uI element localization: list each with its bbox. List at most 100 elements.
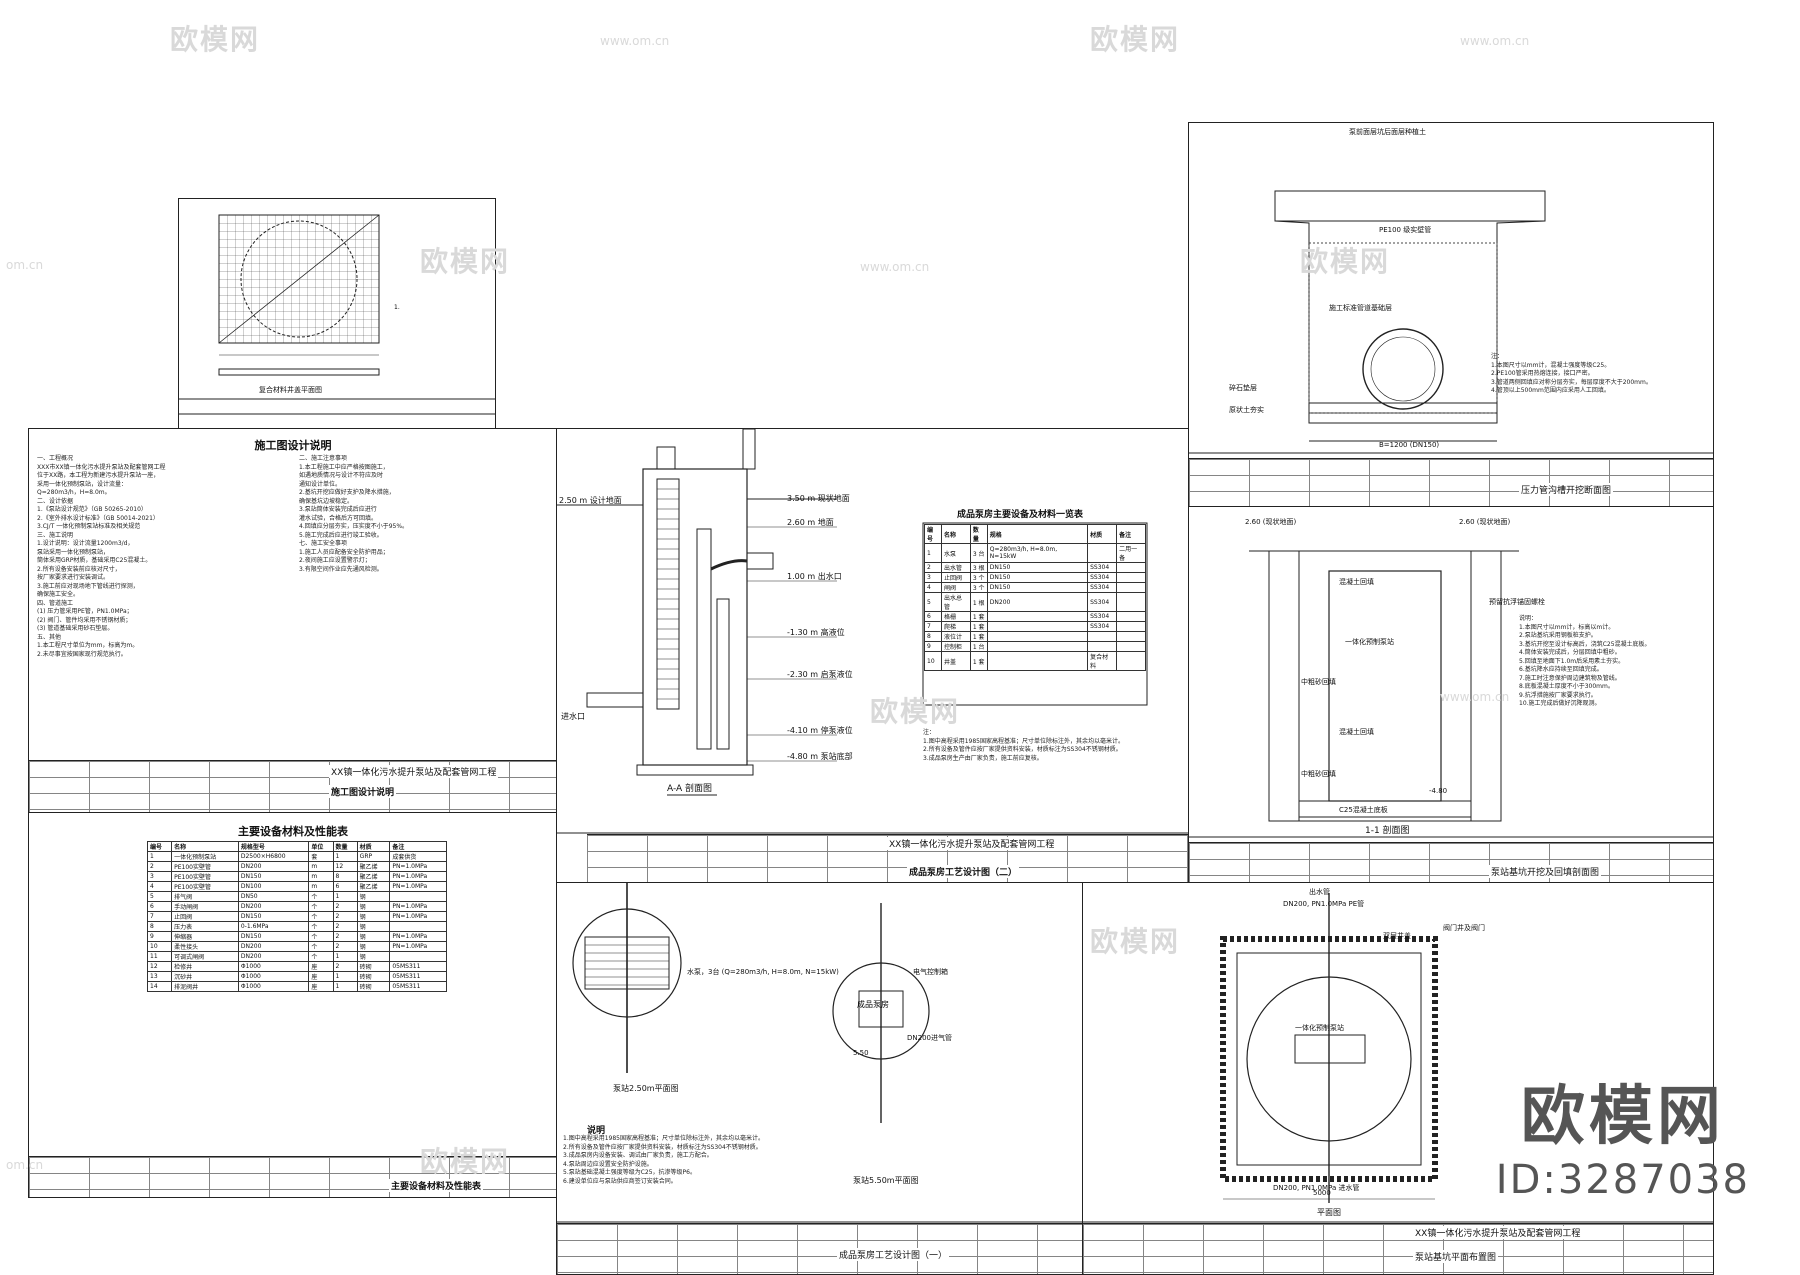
plan-right-drawing (1083, 893, 1713, 1223)
table-cell (1116, 592, 1146, 612)
well-label-2: 中粗砂回填 (1301, 678, 1336, 686)
watermark-url: www.om.cn (1460, 34, 1530, 48)
table-cell: 13 (146, 971, 173, 982)
table-cell: m (308, 871, 334, 882)
table-cell: 液位计 (940, 631, 971, 642)
table-cell (1116, 572, 1146, 583)
sheet-cover-plate: 1. 复合材料井盖平面图 (178, 198, 496, 430)
elevation-1: 2.50 m 设计地面 (559, 496, 622, 505)
title-block-drawing: 压力管沟槽开挖断面图 (1519, 483, 1614, 496)
table-cell: Q=280m3/h, H=8.0m, N=15kW (986, 543, 1089, 563)
table-cell (986, 631, 1089, 642)
table-cell: 05MS311 (389, 971, 447, 982)
table-cell: 1 (332, 951, 358, 962)
table-cell: 钢 (356, 951, 391, 962)
table-cell (1087, 631, 1118, 642)
table-cell: 聚乙烯 (356, 861, 391, 872)
well-top-elev-0: 2.60 (现状地面) (1245, 518, 1297, 526)
elevation-4: -1.30 m 高液位 (787, 628, 845, 637)
well-notes: 说明： 1.本图尺寸以mm计，标高以m计。 2.泵站基坑采用钢板桩支护。 3.基… (1519, 615, 1651, 707)
section-title: A-A 剖面图 (667, 784, 713, 794)
table-header-cell: 材质 (1087, 524, 1118, 544)
table-cell: 5 (924, 592, 942, 612)
plan-right-label-cover: 双层井盖 (1383, 932, 1411, 940)
title-block-drawing: 施工图设计说明 (329, 785, 397, 798)
table-cell: 柔性接头 (171, 941, 239, 952)
elevation-5: -2.30 m 启泵液位 (787, 670, 853, 679)
pipe-label-4: 原状土夯实 (1229, 406, 1264, 414)
table-cell: DN150 (237, 931, 310, 942)
table-cell: 3 个 (969, 582, 988, 593)
table-cell: SS304 (1087, 592, 1118, 612)
title-block-project: XX镇一体化污水提升泵站及配套管网工程 (887, 837, 1057, 850)
table-cell: 2 (332, 921, 358, 932)
table-cell: 水泵 (940, 543, 971, 563)
table-cell: 止回阀 (171, 911, 239, 922)
plan-label-elev: 5.50 (853, 1049, 869, 1057)
table-cell: 钢 (356, 921, 391, 932)
title-block-drawing: 成品泵房工艺设计图（一） (837, 1248, 950, 1261)
table-cell: 爬梯 (940, 621, 971, 632)
table-cell: DN200 (237, 861, 310, 872)
table-header-cell: 规格型号 (237, 841, 310, 852)
section-notes: 注： 1.图中高程采用1985国家高程基准；尺寸单位除标注外，其余均以毫米计。 … (923, 729, 1124, 762)
table-cell (1116, 611, 1146, 622)
table-cell: 排气阀 (171, 891, 239, 902)
table-cell: 7 (146, 911, 173, 922)
table-cell: 1 (332, 971, 358, 982)
table-header-cell: 编号 (924, 524, 942, 544)
table-cell: 2 (332, 931, 358, 942)
plan-label-control: 电气控制箱 (913, 968, 948, 976)
inlet-label: 进水口 (561, 712, 585, 721)
materials-header-row: 编号名称规格型号单位数量材质备注 (146, 841, 447, 852)
table-cell: 二用一备 (1116, 543, 1146, 563)
table-cell: PN=1.0MPa (389, 931, 447, 942)
table-cell: 检修井 (171, 961, 239, 972)
table-cell: 个 (308, 901, 334, 912)
table-cell: 个 (308, 891, 334, 902)
pipe-label-3: 碎石垫层 (1229, 384, 1257, 392)
table-cell: 排泥阀井 (171, 981, 239, 992)
title-block-drawing: 泵站基坑开挖及回填剖面图 (1489, 865, 1602, 878)
well-label-0: 一体化预制泵站 (1345, 638, 1394, 646)
table-cell: 钢 (356, 911, 391, 922)
table-cell (389, 951, 447, 962)
table-cell: DN150 (986, 572, 1089, 583)
table-cell: DN200 (237, 901, 310, 912)
table-cell (1116, 582, 1146, 593)
table-cell: 9 (146, 931, 173, 942)
svg-text:1.: 1. (394, 304, 400, 311)
table-cell: 3 台 (969, 543, 988, 563)
table-cell: 2 (332, 901, 358, 912)
table-cell: SS304 (1087, 611, 1118, 622)
table-cell: 2 (332, 961, 358, 972)
table-cell: 砖砌 (356, 981, 391, 992)
table-cell: PN=1.0MPa (389, 911, 447, 922)
plan-label-pumphouse: 成品泵房 (857, 1000, 889, 1009)
table-cell: 5 (146, 891, 173, 902)
table-cell: 聚乙烯 (356, 871, 391, 882)
table-cell: 2 (924, 562, 942, 573)
table-cell: DN100 (237, 881, 310, 892)
well-label-5: C25混凝土底板 (1339, 806, 1388, 814)
table-cell: 1 根 (969, 592, 988, 612)
plan-label-airpipe: DN200进气管 (907, 1034, 952, 1042)
table-cell: 3 (146, 871, 173, 882)
table-cell: 3 根 (969, 562, 988, 573)
table-cell: 05MS311 (389, 981, 447, 992)
title-block-project: XX镇一体化污水提升泵站及配套管网工程 (1413, 1226, 1583, 1239)
title-block-drawing: 主要设备材料及性能表 (389, 1179, 484, 1192)
table-cell: m (308, 881, 334, 892)
watermark-url: www.om.cn (1440, 690, 1510, 704)
